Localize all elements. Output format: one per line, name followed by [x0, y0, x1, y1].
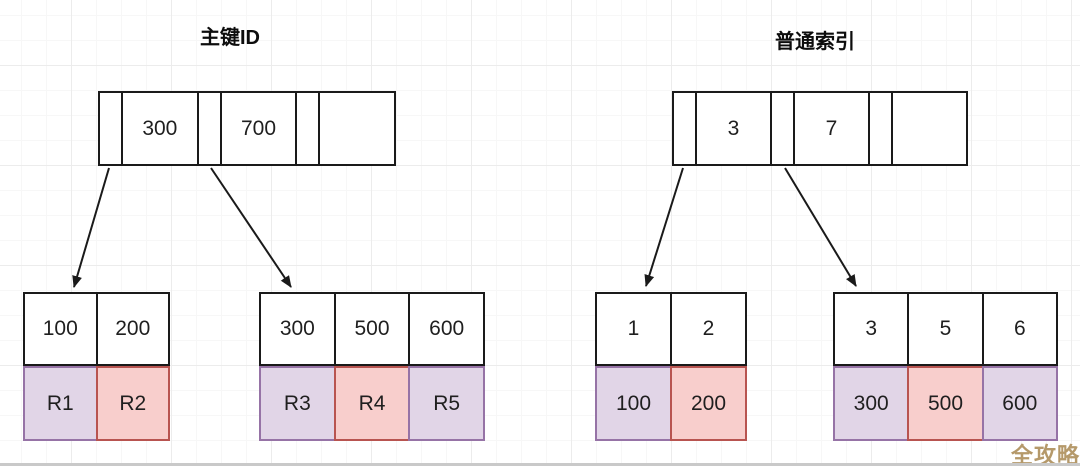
left-tree-title: 主键ID — [200, 27, 260, 49]
bottom-edge-line — [0, 463, 1080, 466]
leaf-key-row: 3 5 6 — [833, 292, 1058, 366]
leaf-record-cell: 600 — [981, 366, 1058, 441]
left-leaf-node-1: 100 200 R1 R2 — [23, 292, 170, 441]
root-key-cell: 700 — [219, 93, 296, 164]
root-key-cell — [318, 93, 394, 164]
right-leaf-node-2: 3 5 6 300 500 600 — [833, 292, 1058, 441]
leaf-record-cell: 300 — [833, 366, 910, 441]
leaf-record-cell: R4 — [333, 366, 411, 441]
leaf-record-row: R3 R4 R5 — [259, 366, 486, 441]
root-key-cell — [891, 93, 966, 164]
root-pointer-cell — [868, 93, 891, 164]
leaf-key-cell: 5 — [907, 294, 981, 364]
root-pointer-cell — [770, 93, 793, 164]
arrow-right-root-to-leaf2 — [784, 167, 857, 287]
leaf-key-cell: 100 — [42, 317, 78, 340]
root-pointer-cell — [100, 93, 121, 164]
right-leaf-node-1: 1 2 100 200 — [595, 292, 747, 441]
leaf-key-cell: 500 — [333, 294, 409, 364]
leaf-record-cell: R2 — [95, 366, 170, 441]
left-leaf-node-2: 300 500 600 R3 R4 R5 — [259, 292, 486, 441]
leaf-record-cell: R3 — [259, 366, 336, 441]
watermark-text: 全攻略 — [1010, 443, 1080, 466]
leaf-key-row: 1 2 — [595, 292, 747, 366]
arrow-right-root-to-leaf1 — [644, 167, 684, 287]
leaf-record-cell: R5 — [408, 366, 486, 441]
leaf-key-cell: 200 — [95, 294, 169, 364]
leaf-record-cell: 100 — [595, 366, 672, 441]
leaf-record-row: R1 R2 — [23, 366, 170, 441]
root-pointer-cell — [295, 93, 318, 164]
root-key-cell: 3 — [695, 93, 770, 164]
leaf-key-cell: 1 — [627, 317, 640, 340]
leaf-record-row: 100 200 — [595, 366, 747, 441]
leaf-record-row: 300 500 600 — [833, 366, 1058, 441]
right-root-node: 3 7 — [672, 91, 968, 166]
arrow-left-root-to-leaf1 — [72, 167, 110, 288]
leaf-record-cell: 500 — [907, 366, 984, 441]
leaf-key-cell: 2 — [670, 294, 745, 364]
root-key-cell: 300 — [121, 93, 197, 164]
left-root-node: 300 700 — [98, 91, 396, 166]
root-pointer-cell — [674, 93, 695, 164]
right-tree-title: 普通索引 — [775, 31, 855, 53]
leaf-key-cell: 6 — [981, 294, 1056, 364]
leaf-record-cell: R1 — [23, 366, 98, 441]
leaf-key-row: 100 200 — [23, 292, 170, 366]
leaf-key-cell: 3 — [865, 317, 877, 340]
root-key-cell: 7 — [793, 93, 868, 164]
leaf-key-cell: 600 — [408, 294, 483, 364]
leaf-record-cell: 200 — [670, 366, 747, 441]
root-pointer-cell — [196, 93, 220, 164]
leaf-key-cell: 300 — [279, 317, 315, 340]
arrow-left-root-to-leaf2 — [210, 167, 292, 288]
leaf-key-row: 300 500 600 — [259, 292, 485, 366]
